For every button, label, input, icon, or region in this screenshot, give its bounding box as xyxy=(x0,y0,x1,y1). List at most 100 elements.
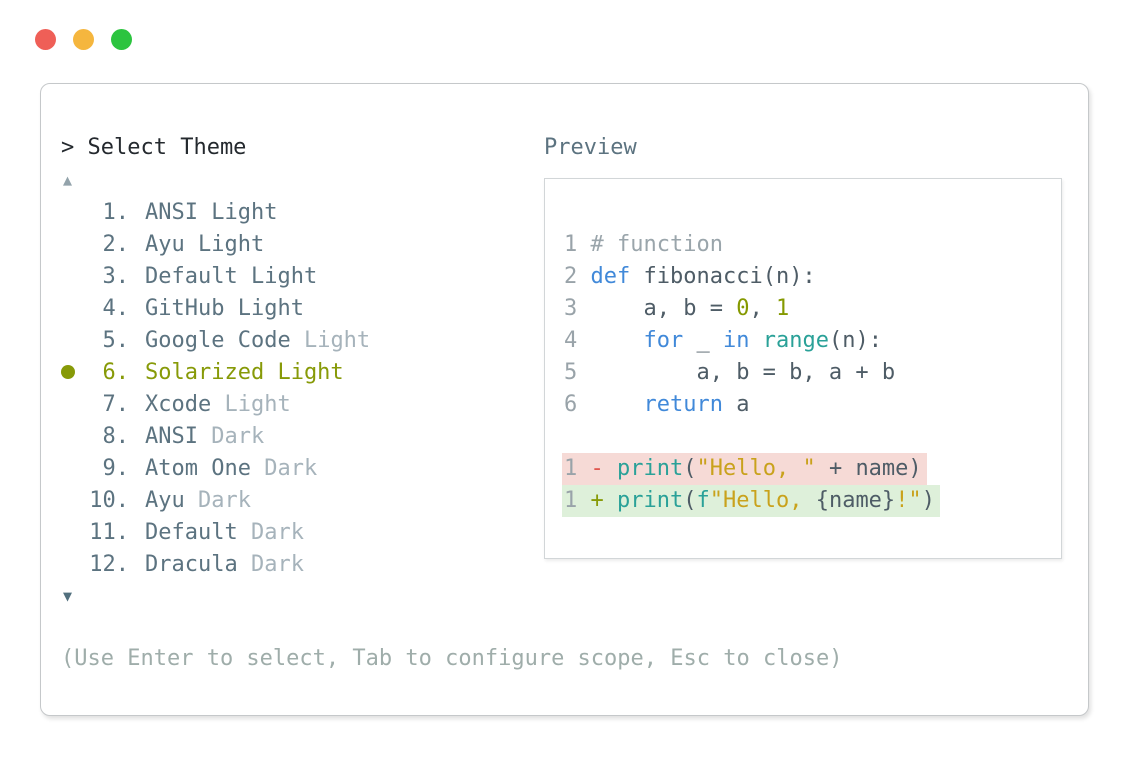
theme-item-variant: Light xyxy=(290,327,371,353)
line-number: 4 xyxy=(564,328,591,353)
theme-item-number: 11. xyxy=(89,519,129,545)
code-token-keyword: for xyxy=(643,328,684,353)
theme-item-number: 7. xyxy=(102,391,130,417)
scroll-up-icon[interactable]: ▲ xyxy=(63,171,73,189)
theme-item-variant: Dark xyxy=(237,551,304,577)
preview-label: Preview xyxy=(544,135,637,160)
code-token-default: , xyxy=(749,296,776,321)
theme-item-number: 1. xyxy=(102,199,130,225)
theme-item-variant: Dark xyxy=(184,487,251,513)
code-token-number: 0 xyxy=(736,296,750,321)
theme-item-8[interactable]: 8. ANSI Dark xyxy=(61,420,370,452)
theme-item-label: GitHub Light xyxy=(145,295,304,321)
theme-item-11[interactable]: 11. Default Dark xyxy=(61,516,370,548)
theme-item-9[interactable]: 9. Atom One Dark xyxy=(61,452,370,484)
close-button[interactable] xyxy=(35,29,56,50)
theme-item-number: 5. xyxy=(102,327,130,353)
code-line: 6 return a xyxy=(564,389,1061,421)
code-token-default: ( xyxy=(683,488,697,513)
minimize-button[interactable] xyxy=(73,29,94,50)
code-token-plus: + xyxy=(590,488,617,513)
code-token-builtin: range xyxy=(762,328,829,353)
line-number: 1 xyxy=(564,232,591,257)
code-token-default: {name} xyxy=(815,488,896,513)
theme-item-6[interactable]: 6. Solarized Light xyxy=(61,356,370,388)
theme-item-5[interactable]: 5. Google Code Light xyxy=(61,324,371,356)
code-token-keyword: return xyxy=(643,392,723,417)
code-token-builtin: f xyxy=(696,488,710,513)
theme-item-label: Dracula xyxy=(145,551,238,577)
theme-item-number: 6. xyxy=(102,359,130,385)
code-token-default xyxy=(591,328,644,353)
line-number xyxy=(564,424,591,449)
code-token-default: + name) xyxy=(815,456,922,481)
code-token-default: ( xyxy=(683,456,697,481)
selected-bullet-icon xyxy=(61,365,83,379)
theme-item-label: Xcode xyxy=(145,391,212,417)
code-token-default: fibonacci(n): xyxy=(630,264,816,289)
theme-item-label: ANSI xyxy=(145,423,198,449)
code-line xyxy=(564,421,1061,453)
code-token-default: ) xyxy=(921,488,935,513)
theme-item-label: ANSI Light xyxy=(145,199,278,225)
theme-item-label: Solarized Light xyxy=(145,359,344,385)
theme-item-7[interactable]: 7. Xcode Light xyxy=(61,388,370,420)
theme-item-10[interactable]: 10. Ayu Dark xyxy=(61,484,370,516)
code-token-builtin: print xyxy=(617,456,684,481)
line-number: 3 xyxy=(564,296,591,321)
code-line: 2 def fibonacci(n): xyxy=(564,261,1061,293)
code-line: 3 a, b = 0, 1 xyxy=(564,293,1061,325)
theme-item-label: Google Code xyxy=(145,327,291,353)
theme-item-number: 2. xyxy=(102,231,130,257)
theme-item-label: Ayu Light xyxy=(145,231,265,257)
code-token-default xyxy=(591,392,644,417)
code-token-string: "Hello, " xyxy=(696,456,816,481)
theme-item-number: 10. xyxy=(89,487,129,513)
code-token-minus: - xyxy=(590,456,617,481)
theme-item-3[interactable]: 3.Default Light xyxy=(61,260,370,292)
code-token-default: a xyxy=(722,392,750,417)
code-token-keyword: def xyxy=(590,264,631,289)
palette-prompt: > Select Theme xyxy=(61,135,247,160)
theme-item-1[interactable]: 1. ANSI Light xyxy=(61,196,370,228)
line-number: 5 xyxy=(564,360,591,385)
code-token-comment: # function xyxy=(590,232,723,257)
code-token-default xyxy=(749,328,762,353)
theme-item-variant: Dark xyxy=(197,423,265,449)
theme-item-2[interactable]: 2. Ayu Light xyxy=(61,228,370,260)
code-token-default: (n): xyxy=(828,328,882,353)
line-number: 1 xyxy=(564,456,591,481)
theme-item-variant: Dark xyxy=(237,519,304,545)
code-line: 4 for _ in range(n): xyxy=(564,325,1061,357)
line-number: 6 xyxy=(564,392,591,417)
code-token-keyword: in xyxy=(722,328,750,353)
scroll-down-icon[interactable]: ▼ xyxy=(63,587,73,605)
code-token-string: !" xyxy=(895,488,922,513)
theme-item-label: Default xyxy=(145,519,238,545)
theme-item-variant: Light xyxy=(211,391,291,417)
line-number: 2 xyxy=(564,264,591,289)
code-token-default: a, b = xyxy=(590,296,737,321)
maximize-button[interactable] xyxy=(111,29,132,50)
code-token-default: _ xyxy=(683,328,723,353)
traffic-lights xyxy=(35,29,132,50)
theme-item-variant: Dark xyxy=(250,455,318,481)
code-token-string: "Hello, xyxy=(709,488,816,513)
keyboard-hint: (Use Enter to select, Tab to configure s… xyxy=(61,646,843,671)
theme-item-label: Atom One xyxy=(145,455,251,481)
code-token-builtin: print xyxy=(617,488,684,513)
code-line-removed: 1 - print("Hello, " + name) xyxy=(562,453,1061,485)
theme-item-4[interactable]: 4. GitHub Light xyxy=(61,292,370,324)
theme-item-number: 8. xyxy=(102,423,130,449)
code-token-default: a, b = b, a + b xyxy=(590,360,896,385)
theme-item-label: Ayu xyxy=(145,487,185,513)
theme-item-number: 9. xyxy=(102,455,130,481)
theme-item-12[interactable]: 12.Dracula Dark xyxy=(61,548,370,580)
code-line: 1 # function xyxy=(564,229,1061,261)
theme-item-number: 3. xyxy=(102,263,130,289)
line-number: 1 xyxy=(564,488,591,513)
theme-item-number: 4. xyxy=(102,295,130,321)
theme-selector-panel: > Select Theme ▲ 1. ANSI Light 2. Ayu Light… xyxy=(40,83,1089,716)
